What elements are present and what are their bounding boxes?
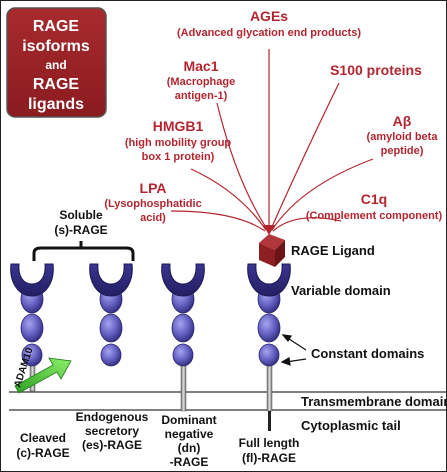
ligand-c1q-desc: (Complement component): [306, 210, 443, 222]
ligand-hmgb1-desc1: (high mobility group: [125, 137, 232, 149]
arrow-abeta: [271, 158, 374, 231]
constant-pointer-arrows: [280, 334, 307, 366]
isoform-cleaved-2: (c)-RAGE: [16, 446, 69, 460]
ligand-ages-name: AGEs: [250, 8, 288, 24]
receptor-es: [89, 263, 133, 367]
isoform-es-2: secretory: [85, 424, 139, 438]
isoform-dn-1: Dominant: [161, 413, 216, 427]
isoform-es-3: (es)-RAGE: [82, 438, 142, 452]
ligand-s100-name: S100 proteins: [330, 62, 422, 78]
title-line-3: and: [45, 58, 66, 72]
ligand-mac1-desc2: antigen-1): [175, 90, 228, 102]
ligand-mac1-desc1: (Macrophage: [167, 76, 235, 88]
isoform-fl-1: Full length: [239, 436, 300, 450]
arrowhead-icon: [263, 225, 275, 235]
ligand-cube-icon: [259, 234, 285, 267]
ligand-mac1-name: Mac1: [183, 58, 218, 74]
ligand-lpa-name: LPA: [140, 180, 167, 196]
ligand-lpa-desc2: acid): [140, 212, 166, 224]
ligand-labels: AGEs (Advanced glycation end products) M…: [104, 8, 442, 224]
ligand-c1q-name: C1q: [361, 191, 387, 207]
cytoplasmic-label: Cytoplasmic tail: [301, 418, 401, 433]
receptor-dn: [161, 263, 205, 412]
soluble-label-2: (s)-RAGE: [54, 223, 107, 237]
arrow-c1q: [272, 217, 342, 232]
ligand-hmgb1-name: HMGB1: [153, 118, 204, 134]
transmembrane-label: Transmembrane domain: [301, 394, 446, 409]
title-line-1: RAGE: [33, 18, 80, 35]
ligand-ages-desc: (Advanced glycation end products): [177, 27, 361, 39]
title-box: RAGE isoforms and RAGE ligands: [6, 7, 107, 118]
ligand-abeta-desc2: peptide): [381, 145, 424, 157]
isoform-dn-4: -RAGE: [170, 455, 209, 469]
adam10-arrow-icon: [14, 357, 72, 394]
ligand-abeta-desc1: (amyloid beta: [367, 131, 439, 143]
ligand-abeta-name: Aβ: [393, 113, 412, 129]
isoform-cleaved-1: Cleaved: [20, 431, 66, 445]
soluble-bracket: [32, 241, 135, 261]
variable-domain-label: Variable domain: [291, 283, 391, 298]
ligand-arrows: [170, 49, 374, 235]
isoform-dn-3: (dn): [178, 441, 201, 455]
title-line-5: ligands: [28, 96, 84, 113]
isoform-fl-2: (fl)-RAGE: [242, 451, 296, 465]
arrow-lpa: [170, 210, 266, 232]
arrow-hmgb1: [190, 168, 267, 231]
isoform-dn-2: negative: [165, 427, 214, 441]
ligand-hmgb1-desc2: box 1 protein): [142, 151, 215, 163]
soluble-label-1: Soluble: [59, 208, 103, 222]
title-line-4: RAGE: [33, 76, 80, 93]
title-line-2: isoforms: [22, 38, 90, 55]
arrow-s100: [270, 82, 340, 230]
receptor-fl: [247, 263, 291, 431]
constant-domains-label: Constant domains: [311, 346, 424, 361]
ligand-cube-label: RAGE Ligand: [291, 243, 375, 258]
arrow-mac1: [216, 102, 268, 230]
ligand-lpa-desc1: (Lysophosphatidic: [104, 198, 201, 210]
isoform-es-1: Endogenous: [76, 410, 149, 424]
